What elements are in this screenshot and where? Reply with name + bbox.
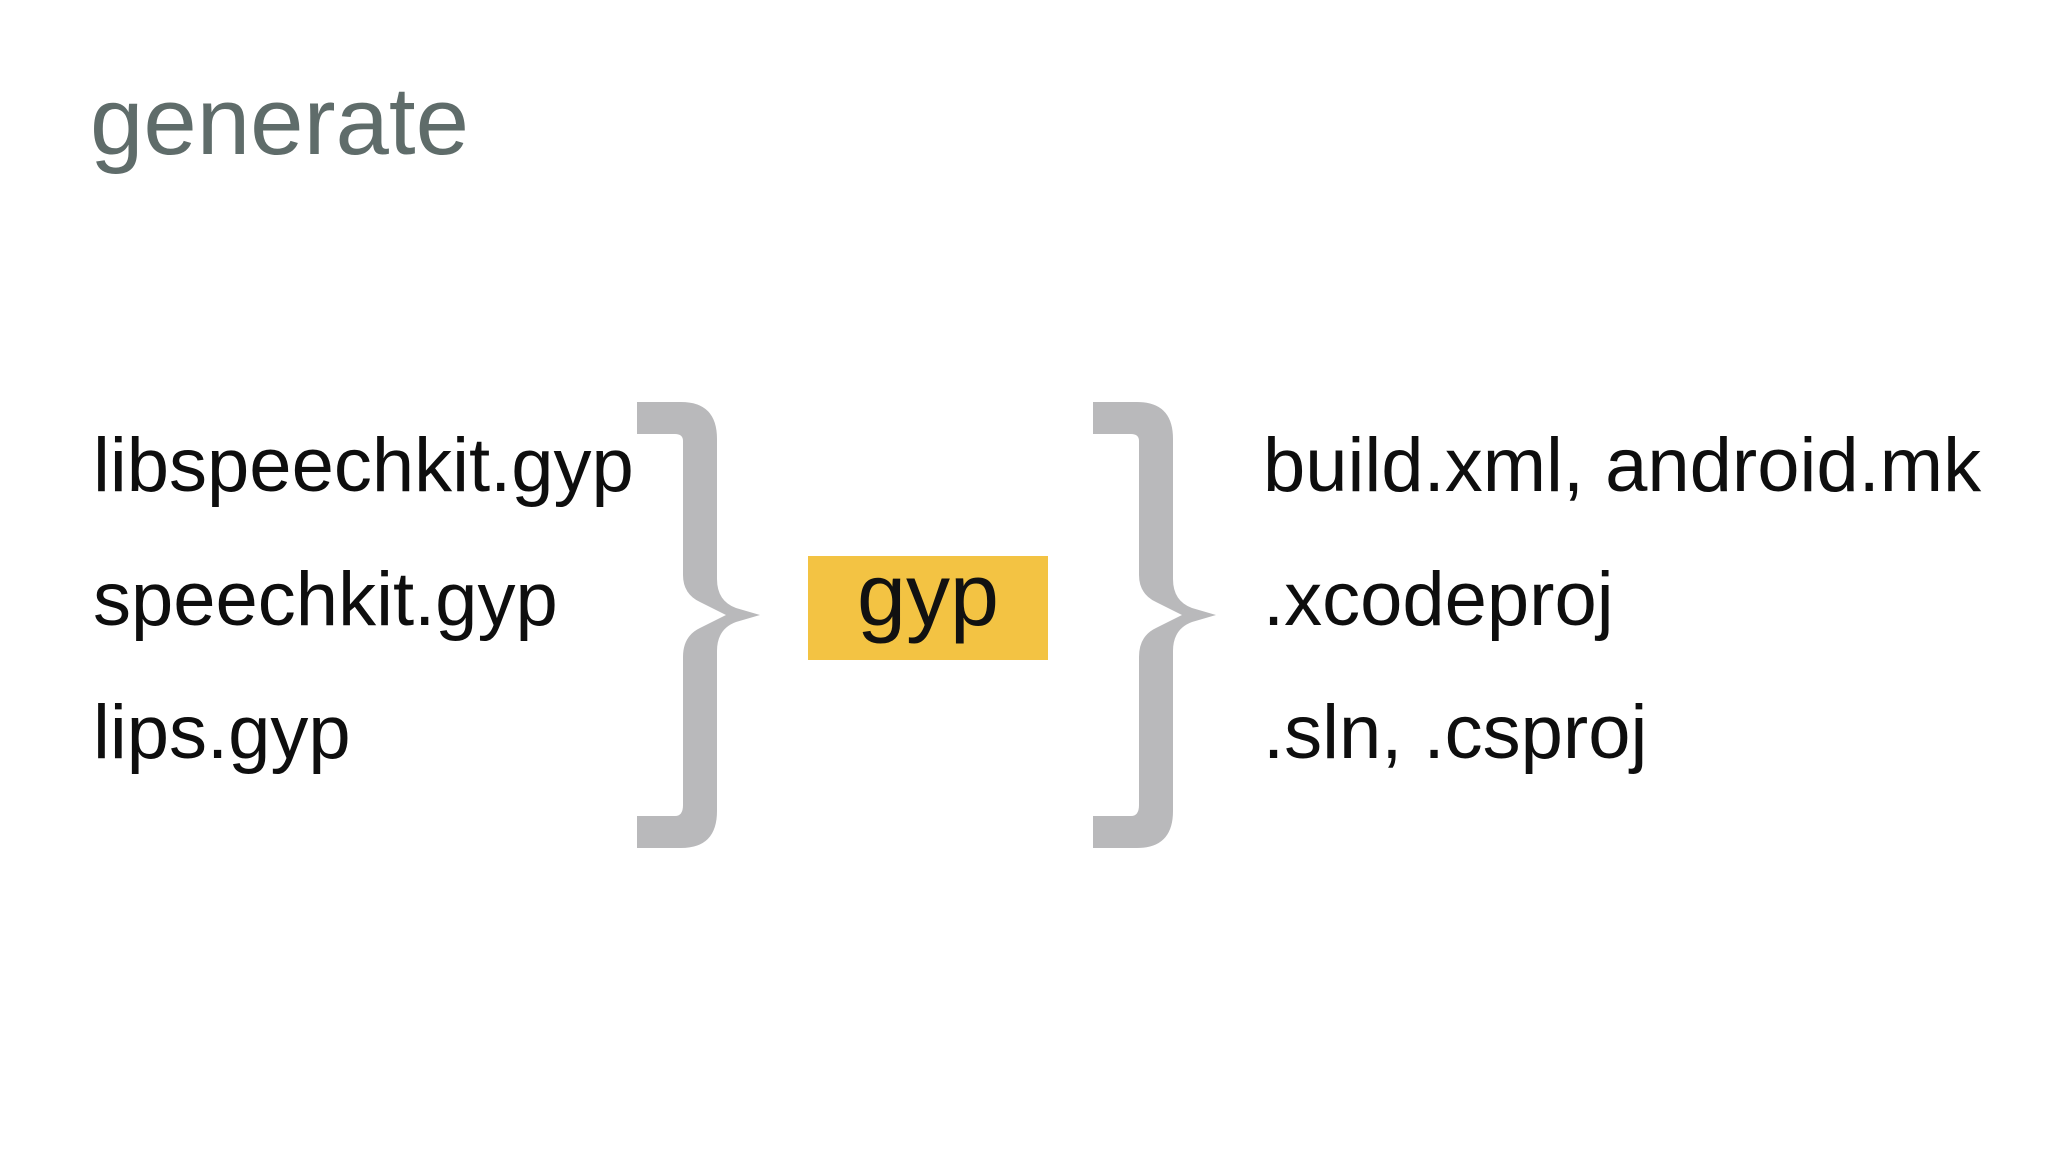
output-file-visualstudio: .sln, .csproj <box>1263 690 1648 775</box>
input-file-libspeechkit: libspeechkit.gyp <box>93 423 634 508</box>
curly-brace-inputs-icon <box>637 402 760 848</box>
curly-brace-outputs-path <box>1093 402 1216 848</box>
input-file-speechkit: speechkit.gyp <box>93 557 558 642</box>
output-file-android: build.xml, android.mk <box>1263 423 1982 508</box>
page-title: generate <box>90 68 469 175</box>
output-file-xcode: .xcodeproj <box>1263 557 1614 642</box>
input-file-lips: lips.gyp <box>93 690 351 775</box>
gyp-tool-box: gyp <box>808 545 1048 660</box>
curly-brace-inputs-path <box>637 402 760 848</box>
gyp-tool-label: gyp <box>857 545 999 644</box>
curly-brace-outputs-icon <box>1093 402 1216 848</box>
